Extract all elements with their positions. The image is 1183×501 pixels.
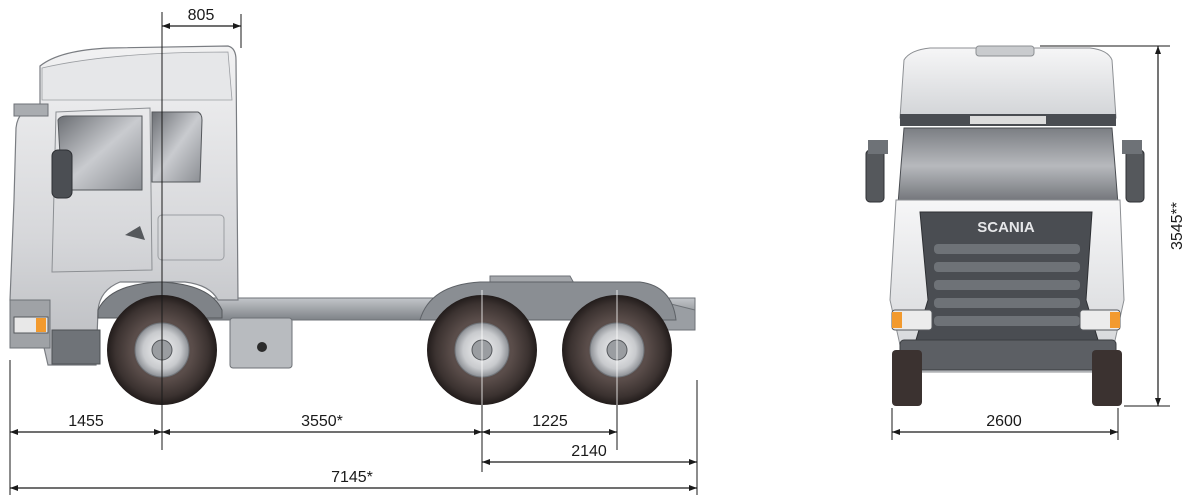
dim-1455-label: 1455 <box>68 413 104 430</box>
dim-3545-arrow-bottom <box>1155 398 1161 406</box>
fuel-cap <box>257 342 267 352</box>
side-mirror <box>51 149 73 199</box>
left-indicator <box>892 312 902 328</box>
grille-slat-5 <box>934 316 1080 326</box>
dim-805-arrow-right <box>233 23 241 29</box>
grille-slat-1 <box>934 244 1080 254</box>
dim-805-arrow-left <box>162 23 170 29</box>
dim-7145-arrow-left <box>10 485 18 491</box>
dim-1225-label: 1225 <box>532 413 568 430</box>
left-mirror-arm <box>868 140 888 154</box>
right-mirror <box>1125 149 1145 203</box>
left-front-tyre <box>892 350 922 406</box>
mirror-arm <box>13 103 49 117</box>
front-bumper-lower <box>899 339 1117 371</box>
dim-3550-arrow-right <box>474 429 482 435</box>
grille-slat-2 <box>934 262 1080 272</box>
dim-805-label: 805 <box>188 7 215 24</box>
dim-7145-arrow-right <box>689 485 697 491</box>
dim-3550-arrow-left <box>162 429 170 435</box>
light-bar-lamps <box>970 116 1046 124</box>
dim-2600-arrow-left <box>892 429 900 435</box>
dim-3550-label: 3550* <box>301 413 343 430</box>
indicator-light <box>36 318 46 332</box>
side-window <box>57 115 143 191</box>
grille-slat-4 <box>934 298 1080 308</box>
dim-1225-arrow-left <box>482 429 490 435</box>
front-view: SCANIA <box>865 45 1170 440</box>
right-mirror-arm <box>1122 140 1142 154</box>
cab-roof <box>41 51 233 101</box>
dim-2140-arrow-left <box>482 459 490 465</box>
right-front-tyre <box>1092 350 1122 406</box>
rear-window <box>151 111 203 183</box>
dim-2600-arrow-right <box>1110 429 1118 435</box>
dim-2140-label: 2140 <box>571 443 607 460</box>
front-roof <box>899 47 1117 119</box>
side-panel <box>157 214 225 261</box>
dim-3545-arrow-top <box>1155 46 1161 54</box>
dim-1455-arrow-right <box>154 429 162 435</box>
dim-2600-label: 2600 <box>986 413 1022 430</box>
windscreen <box>897 127 1119 205</box>
step-panel <box>51 329 101 365</box>
dim-1455-arrow-left <box>10 429 18 435</box>
cab-door <box>51 107 153 273</box>
dim-7145-label: 7145* <box>331 469 373 486</box>
side-view <box>9 12 698 495</box>
door-handle <box>125 226 145 240</box>
brand-logo: SCANIA <box>977 219 1035 236</box>
dim-2140-arrow-right <box>689 459 697 465</box>
grille-slat-3 <box>934 280 1080 290</box>
dim-3545-label: 3545** <box>1169 202 1183 250</box>
dimension-lines: 805 1455 3550* 1225 2140 7145* 2600 <box>10 7 1183 491</box>
dim-1225-arrow-right <box>609 429 617 435</box>
left-mirror <box>865 149 885 203</box>
right-indicator <box>1110 312 1120 328</box>
roof-hatch <box>975 45 1035 57</box>
